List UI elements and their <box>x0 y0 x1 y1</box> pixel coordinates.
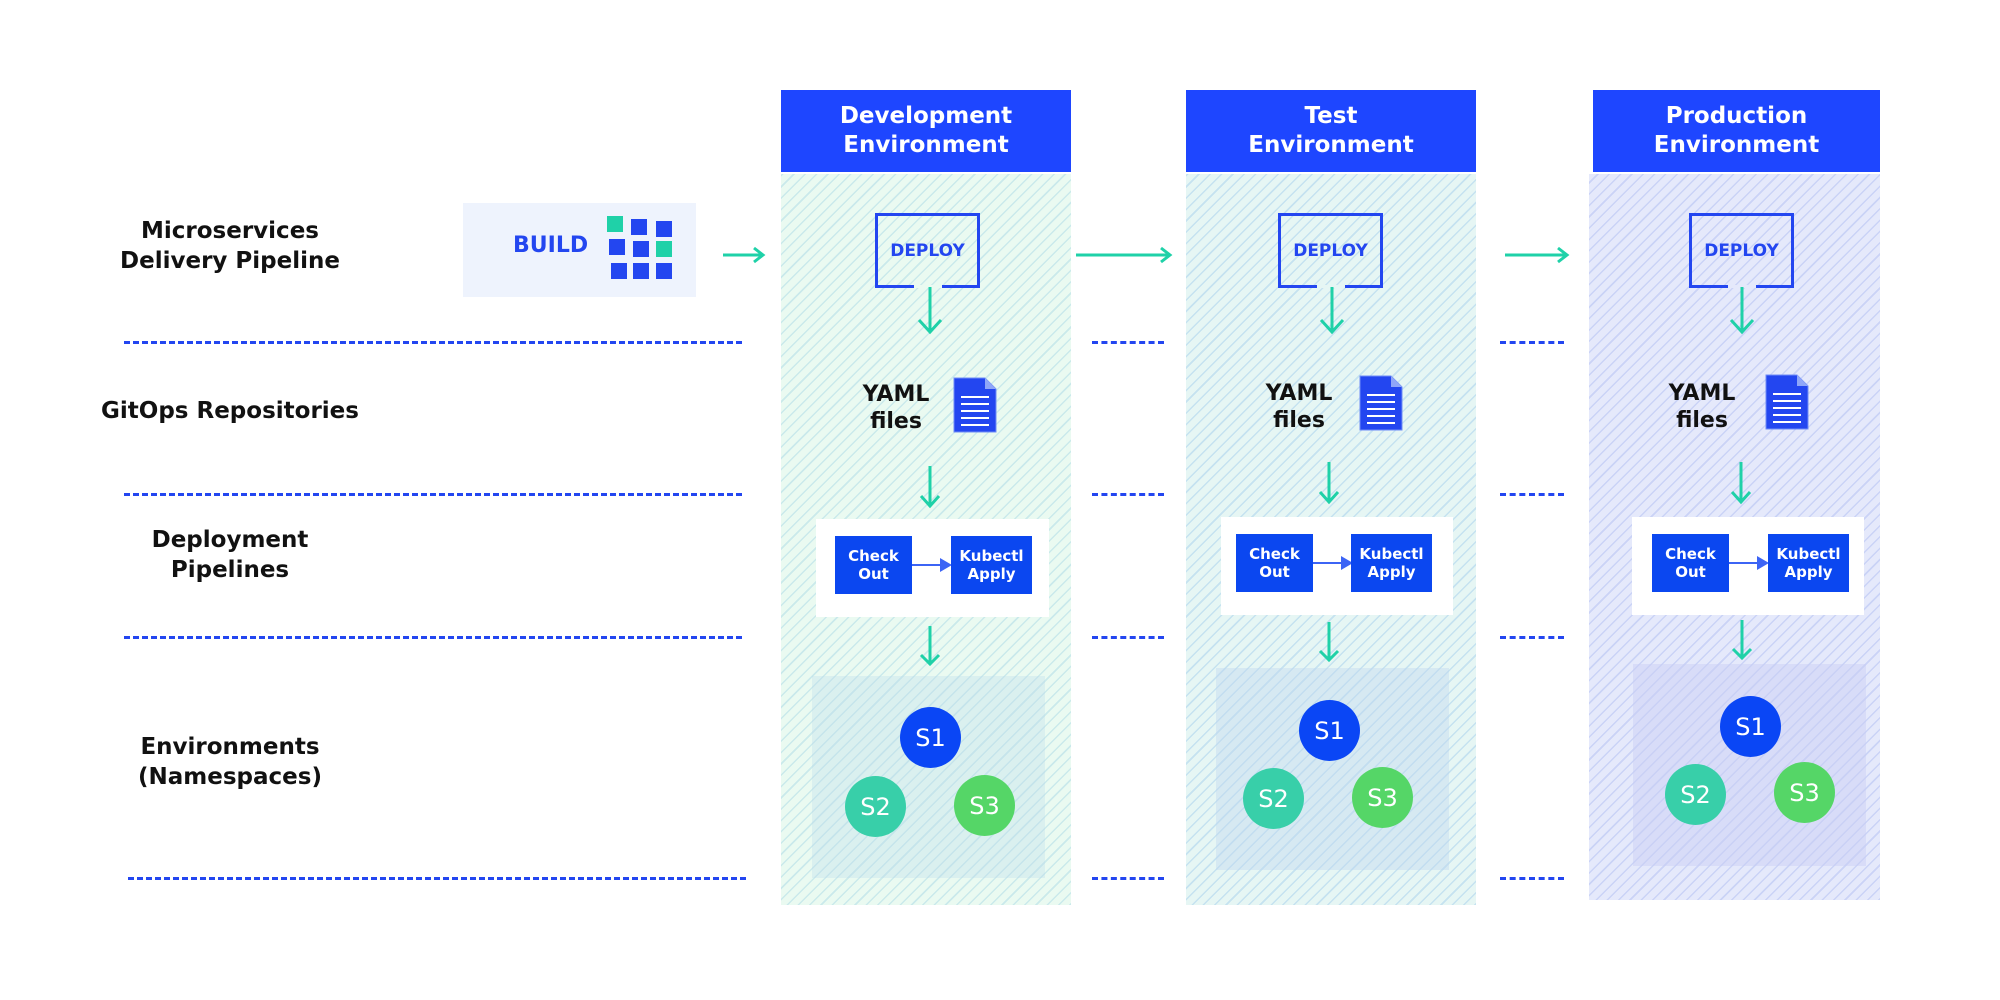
row-label-microservices: Microservices Delivery Pipeline <box>120 218 340 274</box>
document-icon <box>1359 375 1403 431</box>
deploy-label: DEPLOY <box>890 240 965 261</box>
deploy-label: DEPLOY <box>1704 240 1779 261</box>
flow-arrow-down-icon <box>1730 462 1752 505</box>
build-stage[interactable]: BUILD <box>463 203 696 297</box>
flow-arrow-down-icon <box>1731 620 1753 661</box>
row-separator <box>1092 493 1164 496</box>
flow-arrow-down-icon <box>919 626 941 667</box>
service-s2[interactable]: S2 <box>845 776 906 837</box>
flow-arrow-right-icon <box>1505 246 1570 264</box>
service-s3[interactable]: S3 <box>1352 767 1413 828</box>
environment-column-prod: Production Environment DEPLOY YAML files… <box>1589 90 1880 900</box>
row-separator <box>1092 636 1164 639</box>
row-separator <box>1092 877 1164 880</box>
environment-body: DEPLOY YAML files Check Out Kubectl Appl… <box>1589 174 1880 900</box>
yaml-files-label: YAML files <box>1668 381 1736 433</box>
build-label: BUILD <box>513 233 589 258</box>
row-separator <box>124 341 742 344</box>
kubectl-apply-step[interactable]: Kubectl Apply <box>1351 534 1432 592</box>
service-s3[interactable]: S3 <box>1774 762 1835 823</box>
deploy-step[interactable]: DEPLOY <box>875 213 980 288</box>
step-arrow-icon <box>912 558 952 572</box>
environment-body: DEPLOY YAML files Check Out Kubectl Appl… <box>1186 174 1476 905</box>
step-arrow-icon <box>1313 556 1353 570</box>
environment-column-test: Test Environment DEPLOY YAML files Check… <box>1186 90 1476 905</box>
service-s1[interactable]: S1 <box>1299 700 1360 761</box>
namespace: S1 S2 S3 <box>1633 664 1866 866</box>
row-label-gitops: GitOps Repositories <box>101 398 359 424</box>
yaml-files-label: YAML files <box>862 382 930 434</box>
service-s1[interactable]: S1 <box>900 707 961 768</box>
flow-arrow-down-icon <box>1319 287 1345 335</box>
step-arrow-icon <box>1729 556 1769 570</box>
flow-arrow-right-icon <box>1076 246 1173 264</box>
row-label-deployment-pipelines: Deployment Pipelines <box>151 527 309 583</box>
flow-arrow-down-icon <box>1729 287 1755 335</box>
flow-arrow-down-icon <box>919 466 941 509</box>
flow-arrow-down-icon <box>1318 622 1340 663</box>
deployment-pipeline: Check Out Kubectl Apply <box>1632 517 1864 615</box>
checkout-step[interactable]: Check Out <box>1236 534 1313 592</box>
kubectl-apply-step[interactable]: Kubectl Apply <box>951 536 1032 594</box>
row-separator <box>128 877 746 880</box>
deployment-pipeline: Check Out Kubectl Apply <box>1221 517 1453 615</box>
document-icon <box>953 377 997 433</box>
yaml-files-label: YAML files <box>1265 381 1333 433</box>
checkout-step[interactable]: Check Out <box>835 536 912 594</box>
row-separator <box>1500 636 1564 639</box>
environment-body: DEPLOY YAML files Check Out Kubectl Appl… <box>781 174 1071 905</box>
row-label-environments: Environments (Namespaces) <box>138 734 322 790</box>
flow-arrow-right-icon <box>723 246 766 264</box>
deploy-step[interactable]: DEPLOY <box>1278 213 1383 288</box>
environment-header: Development Environment <box>781 90 1071 172</box>
flow-arrow-down-icon <box>1318 462 1340 505</box>
document-icon <box>1765 374 1809 430</box>
environment-column-dev: Development Environment DEPLOY YAML file… <box>781 90 1071 905</box>
deploy-step[interactable]: DEPLOY <box>1689 213 1794 288</box>
row-separator <box>1500 341 1564 344</box>
deploy-label: DEPLOY <box>1293 240 1368 261</box>
row-separator <box>124 636 742 639</box>
environment-header: Production Environment <box>1593 90 1880 172</box>
service-s2[interactable]: S2 <box>1665 764 1726 825</box>
namespace: S1 S2 S3 <box>1216 668 1449 870</box>
row-separator <box>124 493 742 496</box>
row-separator <box>1500 493 1564 496</box>
flow-arrow-down-icon <box>917 287 943 335</box>
row-separator <box>1092 341 1164 344</box>
deployment-pipeline: Check Out Kubectl Apply <box>816 519 1049 617</box>
kubectl-apply-step[interactable]: Kubectl Apply <box>1768 534 1849 592</box>
namespace: S1 S2 S3 <box>812 676 1045 878</box>
service-s2[interactable]: S2 <box>1243 768 1304 829</box>
environment-header: Test Environment <box>1186 90 1476 172</box>
service-s3[interactable]: S3 <box>954 775 1015 836</box>
service-s1[interactable]: S1 <box>1720 696 1781 757</box>
row-separator <box>1500 877 1564 880</box>
checkout-step[interactable]: Check Out <box>1652 534 1729 592</box>
